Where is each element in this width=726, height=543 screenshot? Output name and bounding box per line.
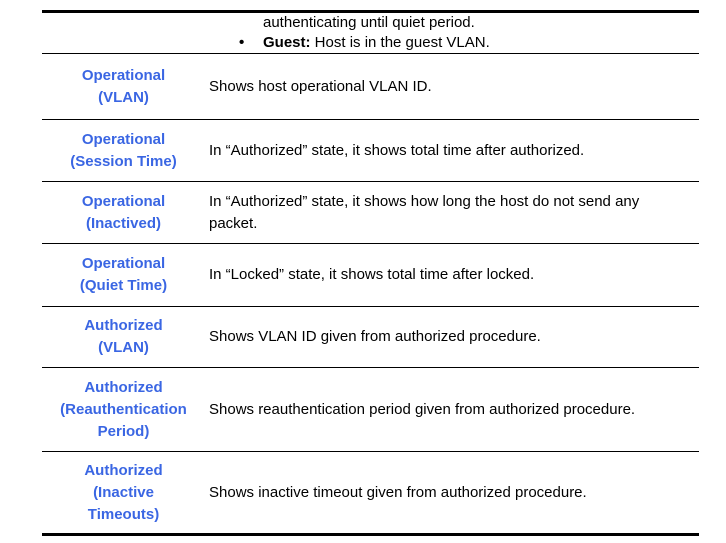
- field-description: In “Authorized” state, it shows how long…: [209, 192, 640, 232]
- description-cell: In “Locked” state, it shows total time a…: [205, 244, 699, 306]
- field-name-line: (Quiet Time): [79, 277, 168, 294]
- bullet-item: • Guest: Host is in the guest VLAN.: [239, 33, 683, 53]
- description-cell: authenticating until quiet period. • Gues…: [205, 13, 699, 53]
- description-cell: In “Authorized” state, it shows how long…: [205, 182, 699, 243]
- field-name-line: Operational: [81, 130, 166, 148]
- description-cell: Shows inactive timeout given from author…: [205, 452, 699, 533]
- field-name-cell: Authorized (VLAN): [42, 307, 205, 367]
- field-name-line: Authorized: [84, 378, 163, 396]
- description-cell: Shows VLAN ID given from authorized proc…: [205, 307, 699, 367]
- field-name-line: (Inactived): [85, 214, 161, 232]
- field-name-line: (Reauthentication: [60, 400, 187, 418]
- table-row-continuation: authenticating until quiet period. • Gues…: [42, 13, 699, 54]
- field-description: Shows VLAN ID given from authorized proc…: [209, 328, 541, 345]
- field-name-line: Authorized: [84, 317, 163, 334]
- field-name-cell: Operational (Quiet Time): [42, 244, 205, 306]
- table-rows: Operational (VLAN) Shows host operational…: [42, 54, 699, 533]
- field-description: Shows inactive timeout given from author…: [209, 483, 587, 501]
- field-description: Shows reauthentication period given from…: [209, 400, 636, 418]
- bullet-icon: •: [239, 34, 245, 51]
- table-row: Operational (Quiet Time) In “Locked” stat…: [42, 244, 699, 307]
- field-name-line: Timeouts): [87, 505, 160, 523]
- field-name-cell: Operational (VLAN): [42, 54, 205, 119]
- field-name-line: (Session Time): [70, 152, 177, 170]
- field-name-line: Operational: [81, 192, 166, 210]
- field-name-line: (VLAN): [98, 88, 149, 106]
- field-name-line: (VLAN): [98, 339, 149, 356]
- field-name-line: Operational: [81, 66, 166, 84]
- field-name-cell: Operational (Inactived): [42, 182, 205, 243]
- field-name-line: Operational: [81, 255, 166, 272]
- table-row: Operational (VLAN) Shows host operational…: [42, 54, 699, 120]
- field-description: In “Authorized” state, it shows total ti…: [209, 141, 585, 159]
- field-name-line: Authorized: [84, 461, 163, 479]
- bullet-text: Host is in the guest VLAN.: [310, 34, 490, 51]
- field-name-cell: Operational (Session Time): [42, 120, 205, 181]
- field-description-table: authenticating until quiet period. • Gues…: [42, 10, 699, 536]
- table-row: Operational (Inactived) In “Authorized” s…: [42, 182, 699, 244]
- field-name-line: (Inactive: [93, 483, 154, 501]
- description-cell: Shows reauthentication period given from…: [205, 368, 699, 451]
- continuation-text: authenticating until quiet period.: [263, 14, 475, 31]
- field-description: Shows host operational VLAN ID.: [209, 77, 432, 95]
- field-name-line: Period): [97, 422, 150, 440]
- description-cell: Shows host operational VLAN ID.: [205, 54, 699, 119]
- description-cell: In “Authorized” state, it shows total ti…: [205, 120, 699, 181]
- field-description: In “Locked” state, it shows total time a…: [209, 266, 535, 283]
- field-name-cell-empty: [42, 13, 205, 53]
- bullet-term: Guest:: [263, 34, 311, 51]
- table-row: Operational (Session Time) In “Authorized…: [42, 120, 699, 182]
- table-row: Authorized (VLAN) Shows VLAN ID given fro…: [42, 307, 699, 368]
